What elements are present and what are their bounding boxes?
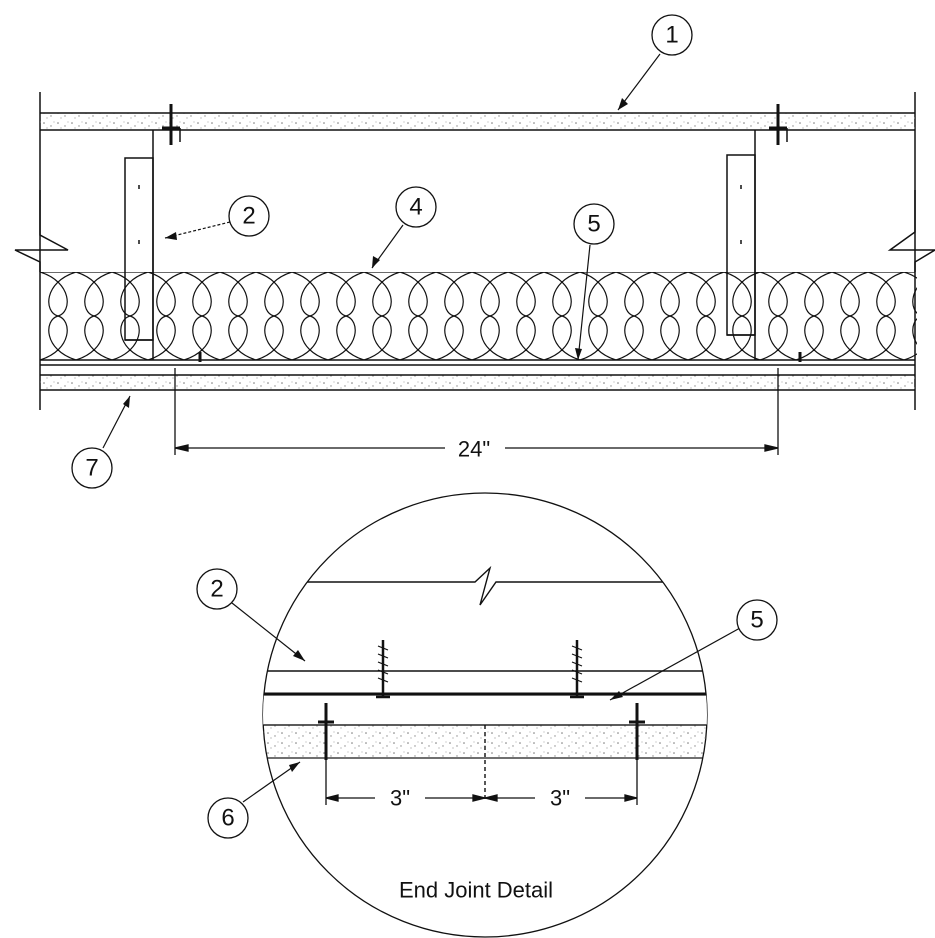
callout-7-label: 7 (85, 455, 98, 482)
callout-arrowheads-detail (289, 650, 623, 772)
callout-6-label: 6 (221, 805, 234, 832)
callout-2-top-label: 2 (242, 203, 255, 230)
detail-screw-joint-left (318, 703, 334, 760)
detail-screw-left (376, 640, 390, 699)
callout-5-detail-label: 5 (750, 607, 763, 634)
callout-4-label: 4 (409, 194, 422, 221)
callout-6: 6 (207, 797, 249, 839)
break-symbol-left (14, 190, 69, 272)
callout-arrowheads-top (123, 98, 628, 408)
dimension-left-3-label: 3" (390, 786, 410, 811)
detail-dimension (325, 760, 638, 805)
detail-break-line (300, 565, 670, 606)
callout-1-label: 1 (665, 22, 678, 49)
callout-5-top-label: 5 (587, 211, 600, 238)
callout-2-top: 2 (228, 195, 270, 237)
fastener-top-left (162, 104, 181, 145)
resilient-channel-left (124, 130, 154, 360)
callout-5-top: 5 (573, 203, 615, 245)
dimension-24-label: 24" (458, 437, 490, 462)
roof-deck (40, 112, 915, 131)
resilient-channel-right (726, 130, 756, 360)
detail-screw-right (570, 640, 584, 699)
dimension-24 (174, 368, 779, 455)
ceiling-section (14, 92, 935, 455)
callout-2-detail-label: 2 (210, 576, 223, 603)
gypsum-board (40, 374, 915, 391)
detail-caption: End Joint Detail (399, 878, 553, 903)
fastener-top-right (769, 104, 788, 145)
callout-4: 4 (395, 186, 437, 228)
callout-7: 7 (71, 447, 113, 489)
end-joint-detail: 3" 3" 2 5 6 End Joint Detail (196, 492, 778, 938)
callout-1: 1 (651, 14, 693, 56)
callout-leaders-detail (231, 602, 741, 803)
insulation-loops (40, 272, 917, 360)
dimension-right-3-label: 3" (550, 786, 570, 811)
detail-screw-joint-right (629, 703, 645, 760)
batt-insulation (40, 272, 917, 360)
break-symbol-right (887, 190, 935, 272)
callout-5-detail: 5 (736, 599, 778, 641)
callout-2-detail: 2 (196, 568, 238, 610)
